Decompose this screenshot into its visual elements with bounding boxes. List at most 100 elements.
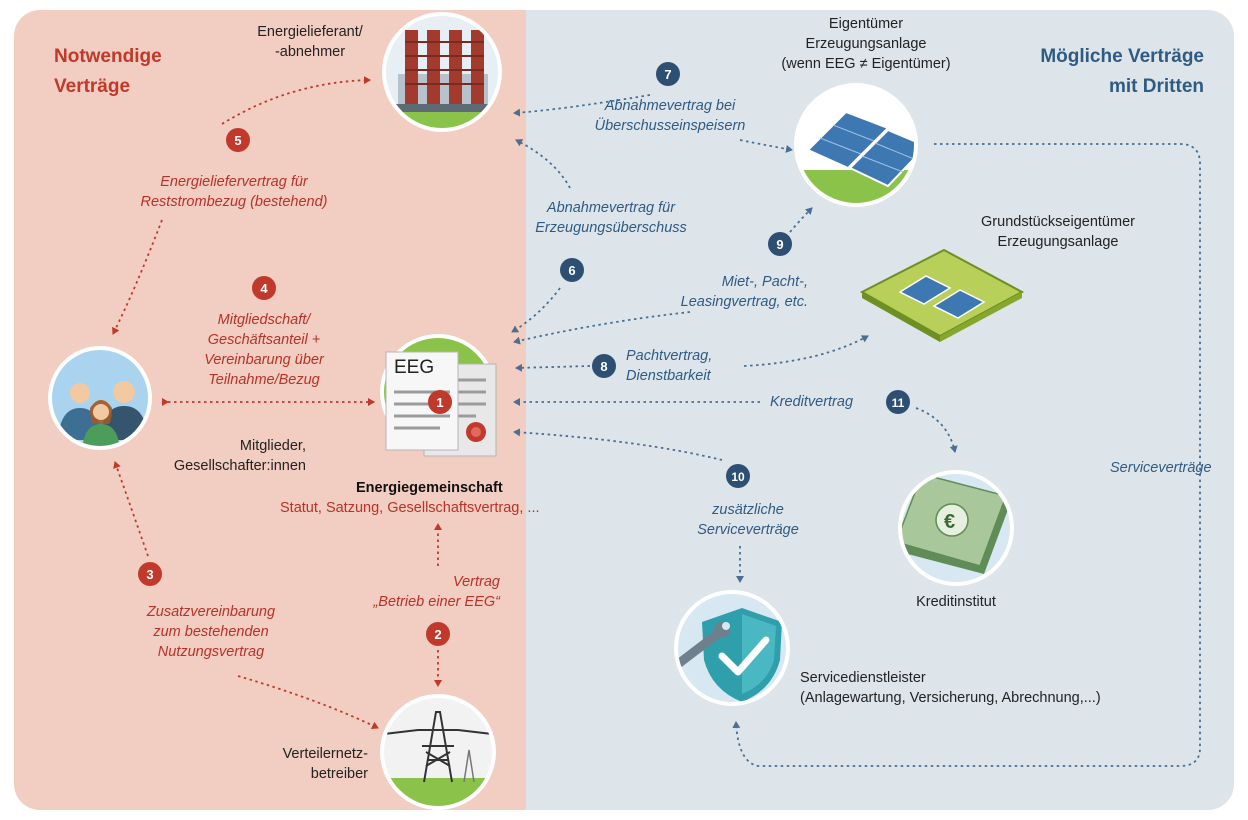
label-line: Geschäftsanteil + [207, 332, 321, 348]
solar-panels-icon [794, 83, 918, 207]
badge-contract-4: 4 [252, 276, 276, 300]
badge-number: 8 [600, 359, 607, 374]
badge-contract-3: 3 [138, 562, 162, 586]
badge-number: 7 [664, 67, 671, 82]
connector-contract-3 [113, 461, 379, 729]
badge-contract-9: 9 [768, 232, 792, 256]
contract-11-label: Kreditvertrag [770, 394, 854, 410]
contract-3-label: Zusatzvereinbarung zum bestehenden Nutzu… [126, 602, 296, 662]
badge-number: 10 [731, 470, 745, 484]
label-line: Grundstückseigentümer [981, 214, 1135, 230]
badge-number: 2 [434, 627, 441, 642]
label-line: Dienstbarkeit [626, 368, 711, 384]
connector-contract-6 [511, 139, 571, 333]
label-energy-community: Energiegemeinschaft [356, 480, 503, 496]
badge-contract-11: 11 [886, 390, 910, 414]
label-line: Serviceverträge [697, 522, 799, 538]
label-line: betreiber [310, 766, 368, 782]
connector-contract-8 [515, 335, 869, 372]
contract-4-label: Mitgliedschaft/ Geschäftsanteil + Verein… [176, 310, 352, 390]
label-line: Erzeugungsüberschuss [535, 220, 687, 236]
heading-optional-contracts: Mögliche Verträge mit Dritten [1040, 42, 1204, 102]
badge-contract-5: 5 [226, 128, 250, 152]
label-line: Erzeugungsanlage [997, 234, 1119, 250]
label-line: zusätzliche [712, 502, 784, 518]
contract-5-label: Energieliefervertrag für Reststrombezug … [96, 172, 372, 212]
label-service-provider: Servicedienstleister (Anlagewartung, Ver… [800, 668, 1101, 708]
contract-2-label: Vertrag „Betrieb einer EEG“ [340, 572, 500, 612]
label-line: Pachtvertrag, [626, 348, 713, 364]
label-line: Eigentümer [828, 16, 904, 32]
heading-line: mit Dritten [1109, 76, 1204, 97]
svg-text:€: € [944, 511, 955, 533]
label-community-statute: Statut, Satzung, Gesellschaftsvertrag, .… [280, 500, 540, 516]
badge-contract-1: 1 [428, 390, 452, 414]
connector-contract-7 [513, 94, 793, 153]
euro-banknotes-icon: € [898, 470, 1014, 586]
badge-number: 11 [892, 396, 905, 410]
label-landowner: Grundstückseigentümer Erzeugungsanlage [948, 212, 1168, 252]
label-line: Teilnahme/Bezug [208, 372, 320, 388]
label-energy-supplier: Energielieferant/ -abnehmer [248, 22, 372, 62]
contract-9-label: Miet-, Pacht-, Leasingvertrag, etc. [640, 272, 808, 312]
eeg-doc-label: EEG [394, 357, 434, 378]
label-line: Zusatzvereinbarung [146, 604, 276, 620]
label-line: Gesellschafter:innen [173, 458, 306, 474]
contract-7-label: Abnahmevertrag bei Überschusseinspeisern [580, 96, 760, 136]
label-members: Mitglieder, Gesellschafter:innen [120, 436, 306, 476]
badge-number: 6 [568, 263, 575, 278]
label-line: Energieliefervertrag für [160, 174, 308, 190]
label-line: Erzeugungsanlage [805, 36, 927, 52]
label-line: Reststrombezug (bestehend) [140, 194, 328, 210]
badge-number: 5 [234, 133, 241, 148]
label-line: Abnahmevertrag bei [604, 98, 736, 114]
label-line: (wenn EEG ≠ Eigentümer) [781, 56, 951, 72]
label-line: Abnahmevertrag für [546, 200, 676, 216]
label-plant-owner: Eigentümer Erzeugungsanlage (wenn EEG ≠ … [746, 14, 986, 74]
contract-8-label: Pachtvertrag, Dienstbarkeit [626, 346, 712, 386]
label-bank: Kreditinstitut [916, 594, 996, 610]
label-line: -abnehmer [274, 44, 346, 60]
heading-necessary-contracts: Notwendige Verträge [54, 42, 162, 102]
connector-contract-5 [112, 76, 371, 335]
label-line: Mitgliedschaft/ [217, 312, 311, 328]
connector-contract-9 [513, 207, 813, 345]
contract-service-label: Serviceverträge [1110, 460, 1212, 476]
badge-number: 9 [776, 237, 783, 252]
contract-10-label: zusätzliche Serviceverträge [668, 500, 828, 540]
label-line: Überschusseinspeisern [594, 118, 746, 134]
badge-contract-6: 6 [560, 258, 584, 282]
power-pylon-icon [380, 694, 496, 810]
contract-6-label: Abnahmevertrag für Erzeugungsüberschuss [504, 198, 718, 238]
badge-contract-2: 2 [426, 622, 450, 646]
heading-line: Notwendige [54, 46, 162, 67]
heading-line: Mögliche Verträge [1040, 46, 1204, 67]
badge-number: 3 [146, 567, 153, 582]
label-line: Mitglieder, [239, 438, 306, 454]
label-line: Energielieferant/ [257, 24, 363, 40]
label-line: Verteilernetz- [282, 746, 368, 762]
connector-contract-10 [513, 428, 744, 583]
label-line: Leasingvertrag, etc. [680, 294, 808, 310]
people-icon [48, 346, 152, 450]
label-line: Servicedienstleister [800, 670, 926, 686]
label-line: zum bestehenden [153, 624, 269, 640]
connector-serviceverträge [732, 143, 1201, 767]
label-line: Miet-, Pacht-, [721, 274, 808, 290]
power-plant-icon [382, 12, 502, 132]
label-line: Vertrag [452, 574, 500, 590]
label-grid-operator: Verteilernetz- betreiber [240, 744, 368, 784]
shield-wrench-icon [674, 590, 790, 706]
label-line: Nutzungsvertrag [157, 644, 265, 660]
badge-number: 1 [436, 395, 443, 410]
label-line: (Anlagewartung, Versicherung, Abrechnung… [800, 690, 1101, 706]
badge-number: 4 [260, 281, 268, 296]
badge-contract-10: 10 [726, 464, 750, 488]
connector-contract-11 [513, 398, 958, 453]
heading-line: Verträge [54, 76, 131, 97]
badge-contract-8: 8 [592, 354, 616, 378]
badge-contract-7: 7 [656, 62, 680, 86]
label-line: Vereinbarung über [204, 352, 324, 368]
